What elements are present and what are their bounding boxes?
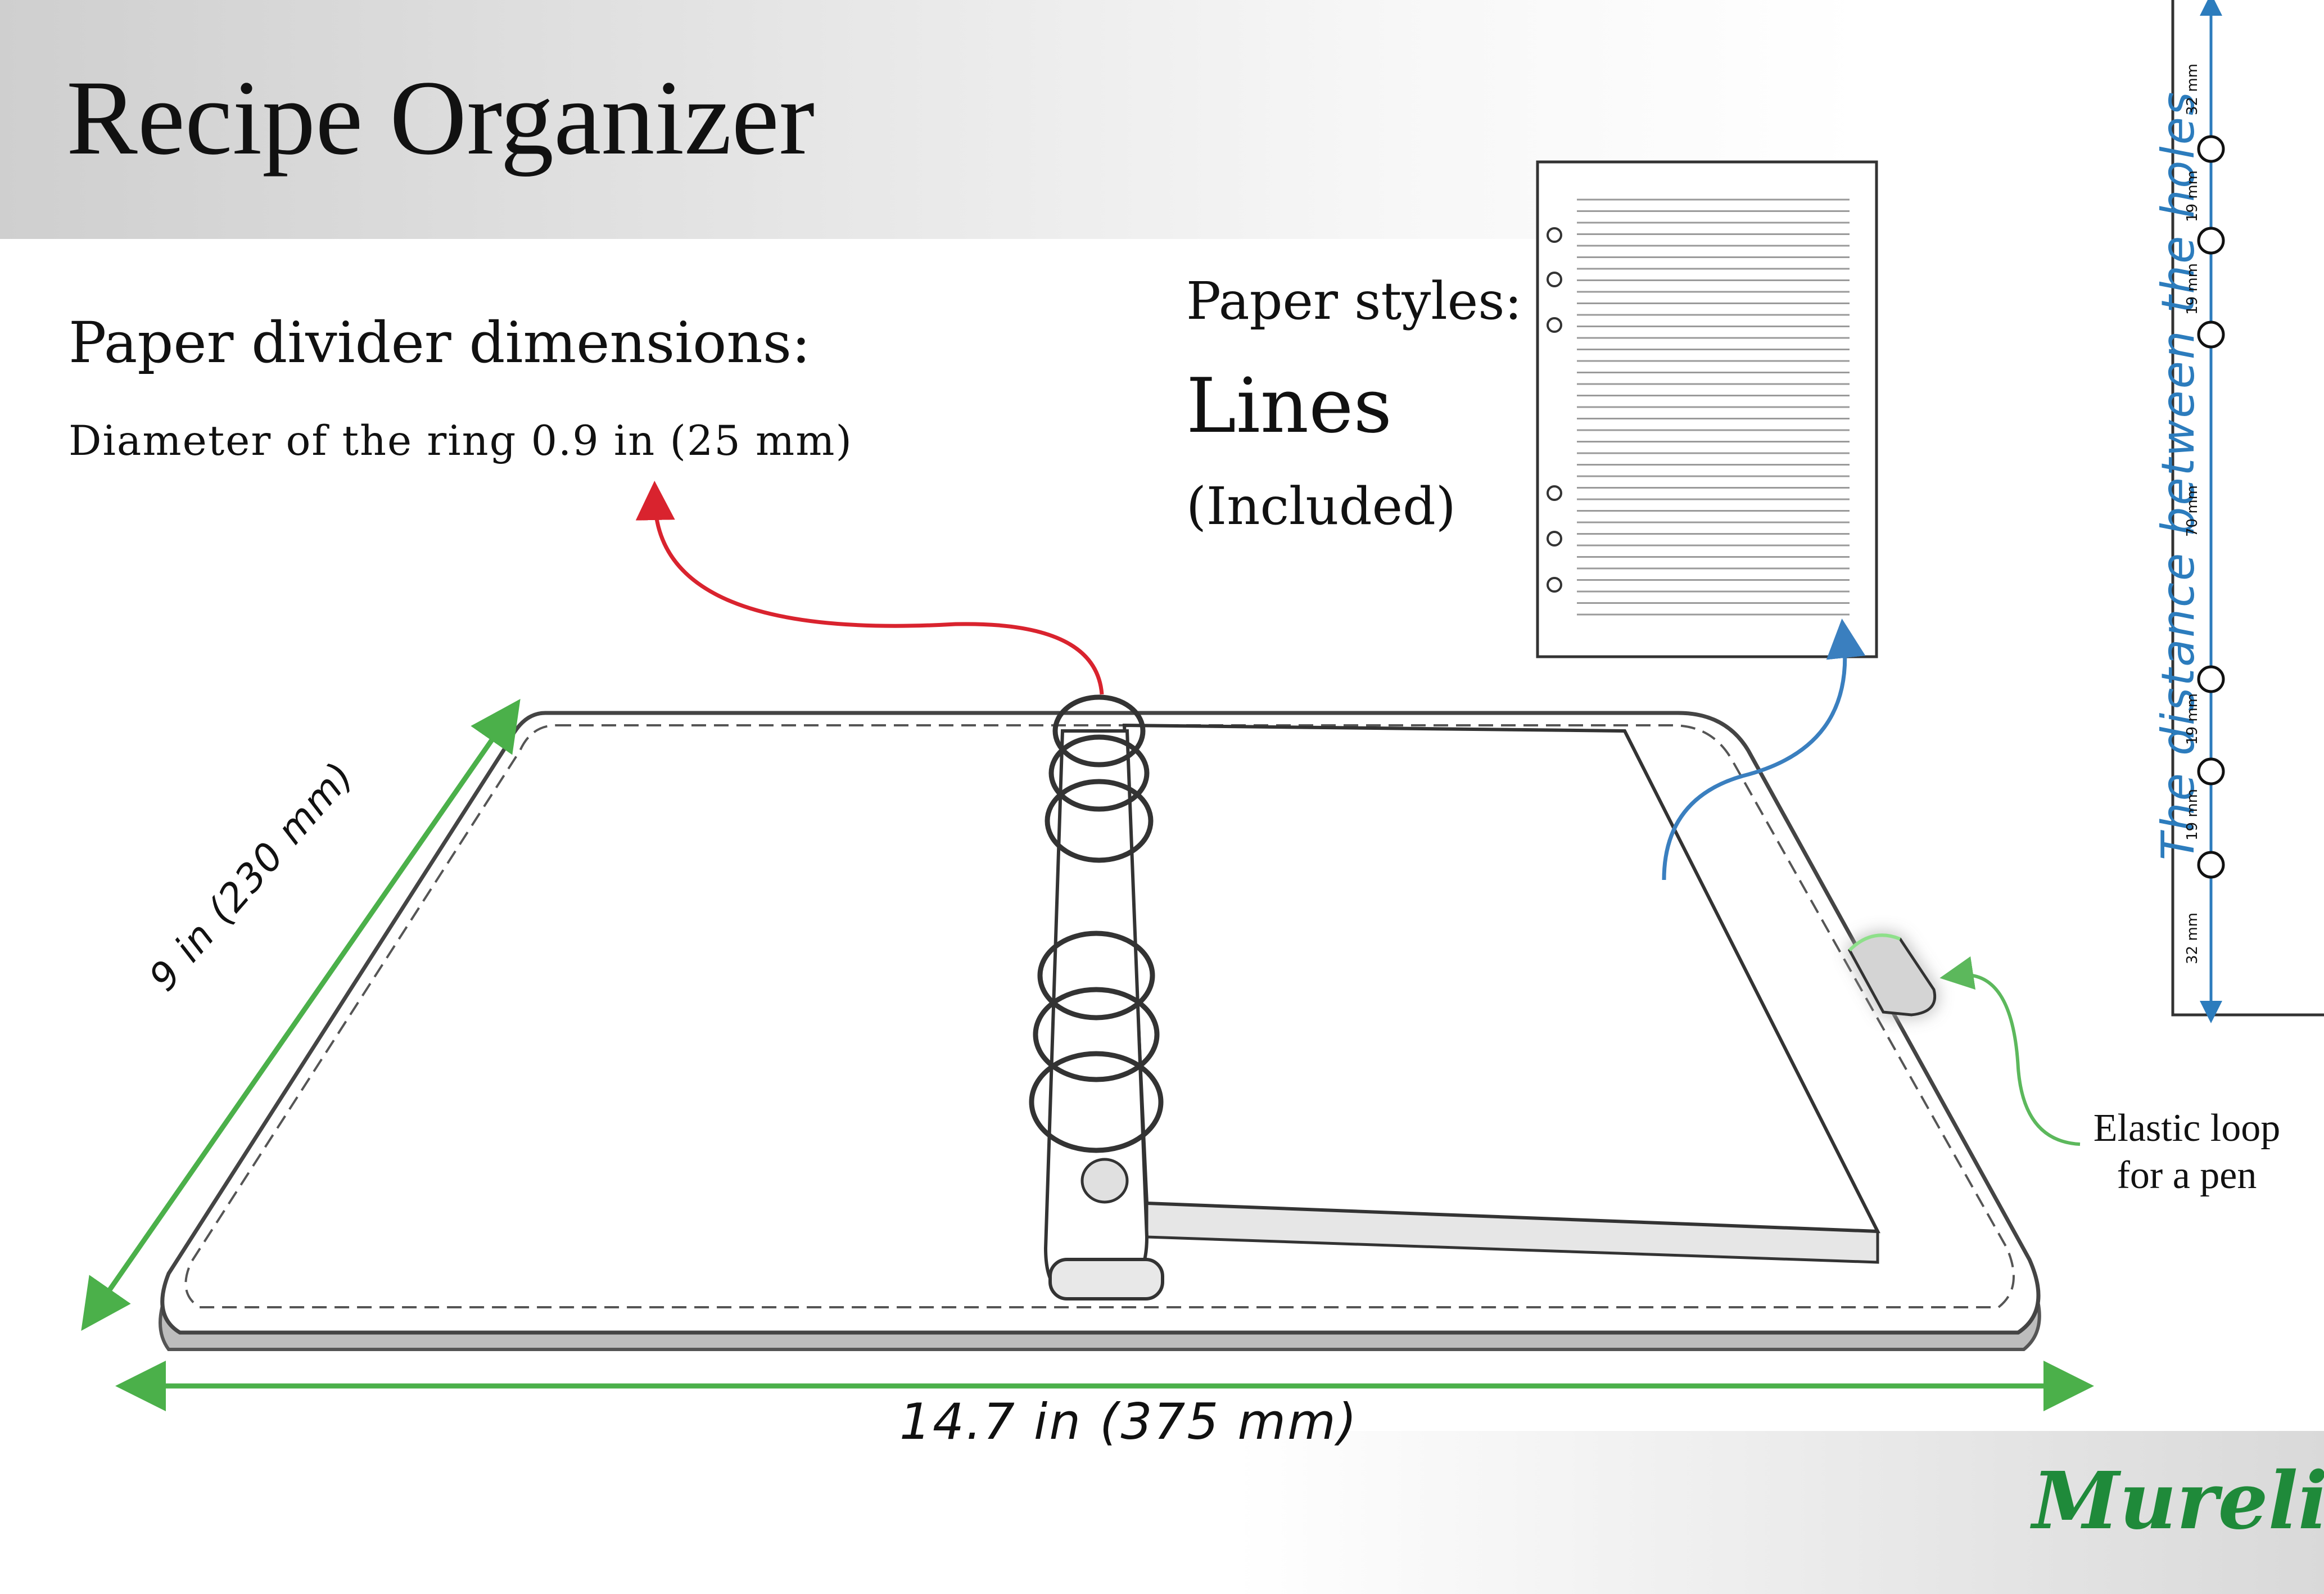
punch-hole [1547, 317, 1562, 333]
page-title: Recipe Organizer [66, 59, 815, 177]
width-dimension-label: 14.7 in (375 mm) [899, 1393, 1359, 1451]
scale-hole [2197, 665, 2225, 693]
ring-diameter-text: Diameter of the ring 0.9 in (25 mm) [69, 417, 853, 465]
paper-style-name: Lines [1186, 362, 1392, 450]
brand-logo: Mureli [2032, 1455, 2324, 1547]
hole-distance-label: 19 mm [2184, 693, 2201, 745]
paper-style-note: (Included) [1186, 476, 1456, 536]
scale-hole [2197, 320, 2225, 349]
elastic-loop-label: Elastic loop for a pen [2093, 1107, 2281, 1197]
header-band [0, 0, 2324, 239]
hole-distance-label: 32 mm [2184, 63, 2201, 115]
punch-hole [1547, 272, 1562, 287]
elastic-loop-arrow [1939, 956, 2081, 1146]
paper-stack [1122, 723, 1880, 1264]
binder-spine [1043, 729, 1164, 1301]
scale-hole [2197, 851, 2225, 879]
scale-hole [2197, 135, 2225, 163]
punch-hole [1547, 227, 1562, 243]
hole-distance-label: 70 mm [2184, 485, 2201, 537]
binder-rings [1029, 694, 1164, 1153]
hole-distance-label: 19 mm [2184, 788, 2201, 841]
footer-band [1237, 1431, 2324, 1594]
divider-heading: Paper divider dimensions: [69, 310, 811, 376]
punch-hole [1547, 577, 1562, 593]
hole-distance-label: 19 mm [2184, 263, 2201, 315]
height-dimension-arrow [81, 699, 521, 1331]
hole-distance-scale [2171, 0, 2324, 1023]
paper-styles-heading: Paper styles: [1186, 271, 1522, 331]
hole-distance-label: 19 mm [2184, 170, 2201, 222]
ruled-paper-sample [1536, 160, 1878, 658]
punch-hole [1547, 485, 1562, 501]
elastic-loop [1847, 933, 1937, 1017]
scale-hole [2197, 757, 2225, 785]
punch-hole [1547, 531, 1562, 547]
hole-distance-label: 32 mm [2184, 912, 2201, 964]
paper-style-arrow [1662, 618, 1866, 880]
ring-diameter-arrow [635, 481, 1104, 695]
scale-hole [2197, 227, 2225, 255]
